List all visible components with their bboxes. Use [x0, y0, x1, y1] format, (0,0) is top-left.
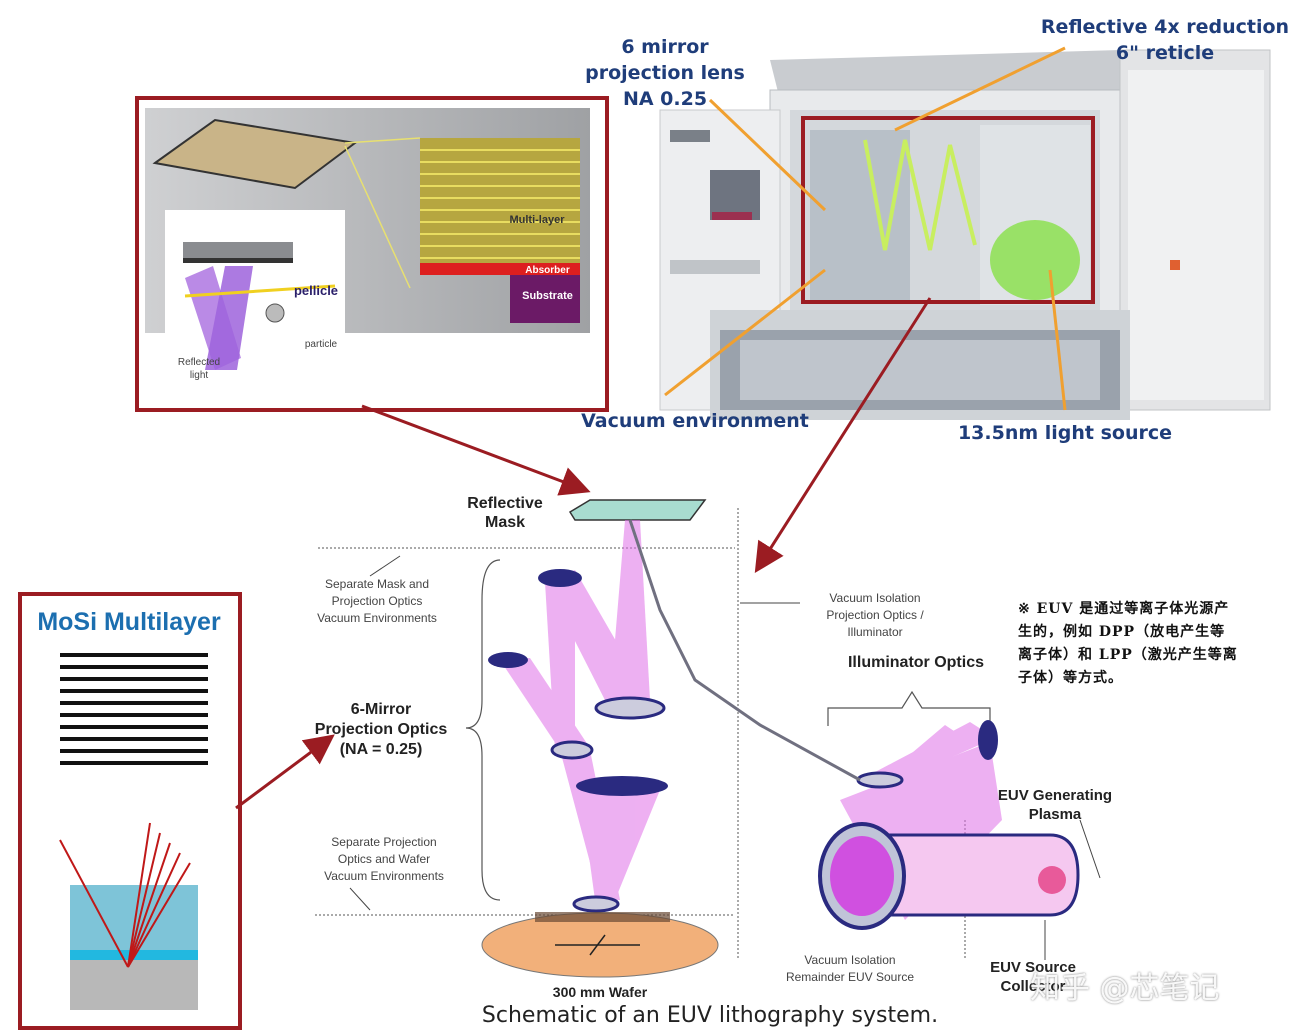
label-wafer: 300 mm Wafer [552, 984, 648, 1000]
label-vacuum-source: Vacuum Isolation Remainder EUV Source [785, 953, 915, 984]
label-mirror-lens: 6 mirror projection lens NA 0.25 [585, 36, 745, 110]
mosi-title: MoSi Multilayer [37, 608, 221, 636]
mask-inset-illustration [145, 108, 590, 385]
label-illuminator: Illuminator Optics [847, 654, 984, 671]
label-reticle: Reflective 4x reduction 6" reticle [1040, 16, 1290, 64]
figure-caption: Schematic of an EUV lithography system. [481, 1003, 939, 1028]
inset-label-pellicle: pellicle [293, 283, 339, 298]
label-plasma: EUV Generating Plasma [997, 787, 1113, 823]
label-vacuum-environment: Vacuum environment [581, 410, 809, 432]
inset-label-reflected: Reflected light [177, 357, 221, 381]
label-collector: EUV Source Collector [990, 959, 1076, 995]
inset-label-substrate: Substrate [522, 290, 573, 302]
inset-label-multilayer: Multi-layer [509, 214, 565, 226]
label-six-mirror: 6-Mirror Projection Optics (NA = 0.25) [314, 701, 448, 758]
watermark: 知乎 @芯笔记 [1030, 971, 1220, 1006]
label-vacuum-isolation: Vacuum Isolation Projection Optics / Ill… [826, 591, 924, 639]
inset-label-absorber: Absorber [525, 265, 570, 276]
label-separate-mask: Separate Mask and Projection Optics Vacu… [317, 577, 437, 625]
label-separate-wafer: Separate Projection Optics and Wafer Vac… [324, 835, 444, 883]
inset-label-particle: particle [304, 339, 338, 350]
label-reflective-mask: Reflective Mask [467, 495, 543, 531]
mosi-illustration [59, 653, 208, 1010]
euv-machine-illustration [659, 46, 1271, 420]
label-light-source: 13.5nm light source [957, 422, 1173, 444]
euv-source-note: ※ EUV 是通过等离子体光源产生的，例如 DPP（放电产生等离子体）和 LPP… [1018, 601, 1238, 686]
